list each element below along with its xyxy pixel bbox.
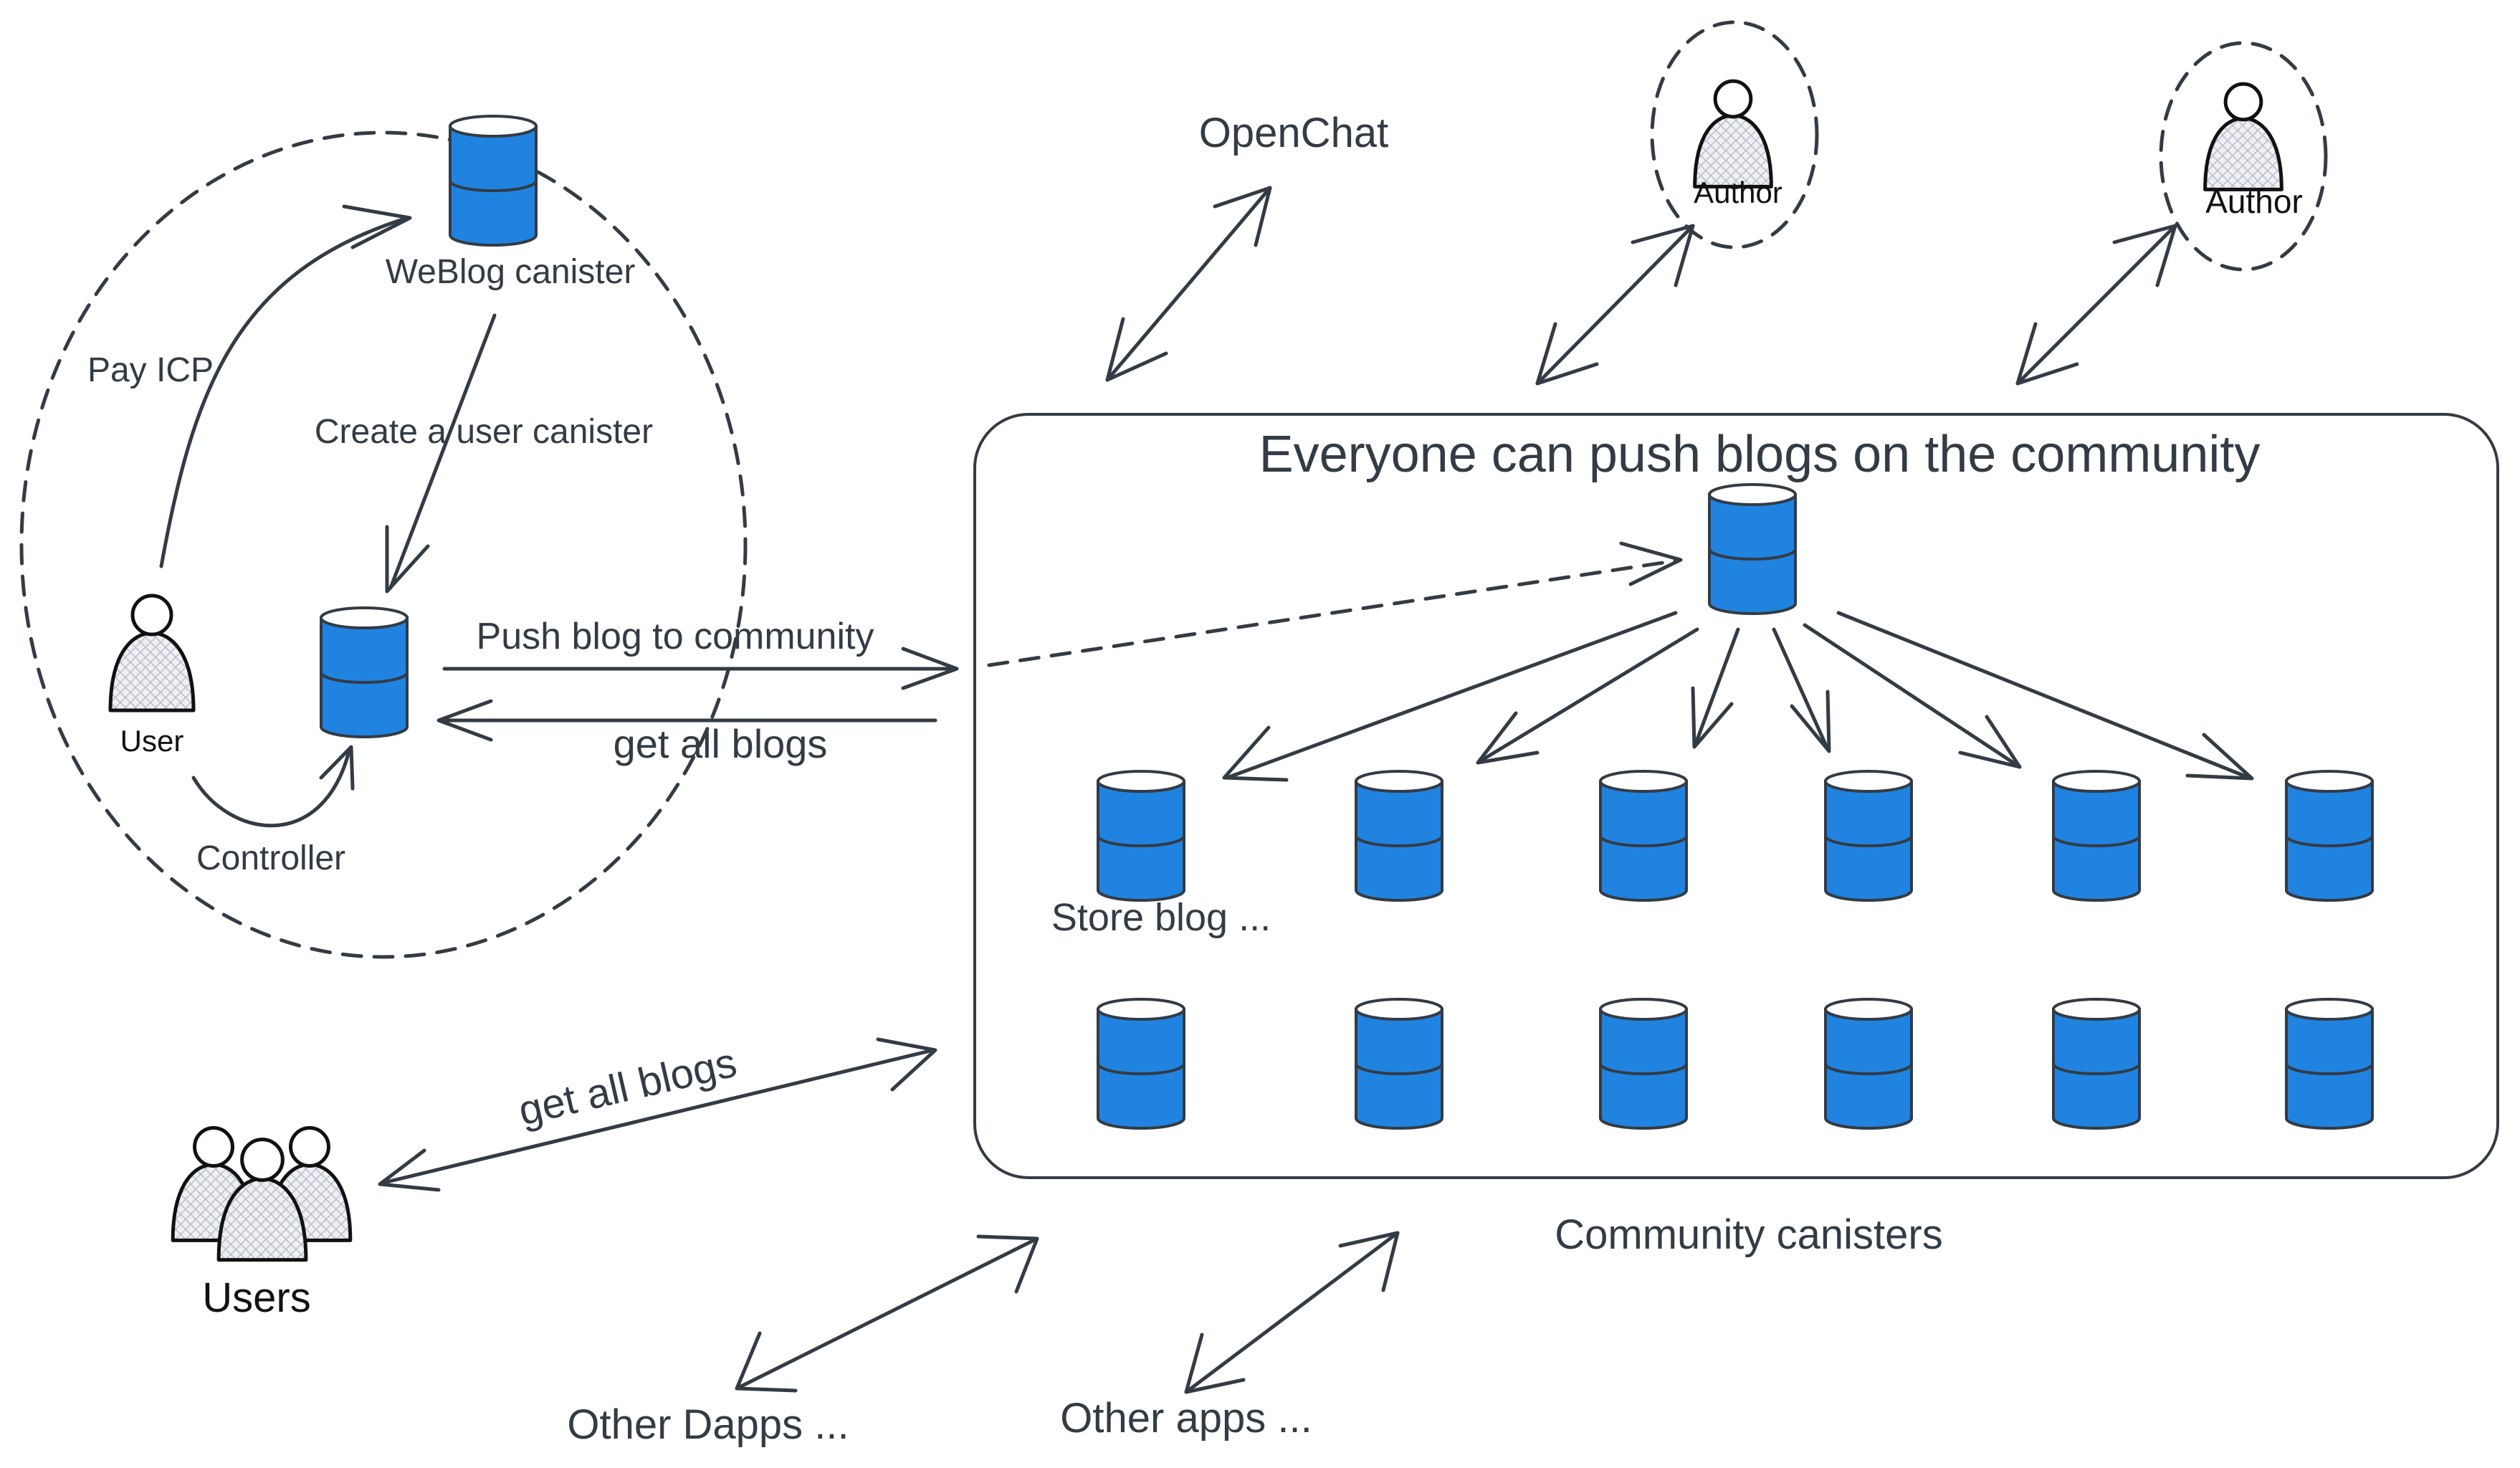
arrowhead [436, 699, 493, 742]
persons [108, 79, 2283, 1262]
arrowhead [1222, 725, 1289, 782]
community-canister-icon-row1-3 [1599, 770, 1688, 902]
fanout-arrow-1 [1225, 611, 1678, 780]
community-canister-icon-row2-1 [1097, 998, 1185, 1130]
community-canisters-label: Community canisters [1555, 1211, 1942, 1258]
other-dapps-link [735, 1236, 1039, 1391]
arrowhead [1535, 322, 1599, 386]
community-canister-icon-row2-6 [2285, 998, 2374, 1130]
fanout-arrow-3 [1693, 627, 1740, 748]
arrowhead [319, 745, 355, 791]
user-person-icon [108, 594, 196, 712]
community-title: Everyone can push blogs on the community [1259, 426, 2261, 483]
author-1-person-icon [1693, 79, 1773, 189]
community-canister-icon-row2-2 [1355, 998, 1443, 1130]
community-canister-icon-row2-4 [1824, 998, 1913, 1130]
arrowhead [876, 1037, 937, 1092]
arrowhead [378, 1148, 441, 1192]
weblog-canister-label: WeBlog canister [386, 253, 636, 291]
community-canister-icon-row1-2 [1355, 770, 1443, 902]
get-all-blogs-users-label: get all blogs [514, 1039, 740, 1135]
users-label: Users [202, 1274, 310, 1321]
arrowhead [2015, 322, 2079, 386]
other-apps-link [1184, 1231, 1400, 1394]
author-2-link [2015, 224, 2177, 386]
author-2-label: Author [2205, 183, 2303, 220]
community-canister-icon-row2-5 [2052, 998, 2141, 1130]
openchat-label: OpenChat [1199, 110, 1388, 156]
author-2-person-icon [2203, 82, 2283, 191]
arrowhead [1184, 1333, 1246, 1394]
openchat-link [1105, 186, 1272, 382]
author-1-boundary [1650, 20, 1819, 249]
author-2-boundary [2159, 41, 2328, 272]
fanout-arrow-4 [1772, 627, 1830, 751]
arrowhead [1105, 317, 1168, 382]
arrowhead [385, 525, 430, 594]
author-1-label: Author [1694, 176, 1782, 209]
push-blog-label: Push blog to community [477, 616, 874, 657]
arrowhead [735, 1331, 798, 1393]
community-root-canister-icon [1708, 483, 1797, 615]
user-label: User [120, 724, 184, 758]
pay-icp-arrow [159, 216, 407, 568]
create-user-canister-label: Create a user canister [315, 413, 653, 451]
other-dapps-label: Other Dapps ... [567, 1401, 849, 1448]
arrowhead [2112, 224, 2177, 287]
arrowhead [1631, 224, 1695, 287]
arrowhead [976, 1234, 1039, 1294]
community-canister-icon-row1-1 [1097, 770, 1185, 902]
arrowhead [1790, 690, 1831, 753]
arrowhead [1213, 186, 1272, 247]
controller-arrow [191, 749, 351, 828]
arrowhead [1476, 711, 1540, 765]
pay-icp-label: Pay ICP [87, 351, 214, 389]
other-apps-label: Other apps ... [1060, 1395, 1312, 1441]
arrowhead [342, 204, 412, 249]
community-canister-icon-row1-5 [2052, 770, 2141, 902]
arrowhead [901, 647, 959, 690]
arrowhead [1958, 715, 2022, 769]
arrowhead [2185, 733, 2254, 781]
controller-label: Controller [196, 839, 345, 877]
fanout-arrow-2 [1478, 627, 1699, 763]
user-area-boundary [19, 130, 748, 959]
arrowhead [1338, 1231, 1400, 1292]
community-canister-icon-row2-3 [1599, 998, 1688, 1130]
author-1-link [1535, 224, 1695, 386]
users-link [381, 1048, 935, 1185]
community-canister-icon-row1-4 [1824, 770, 1913, 902]
arrowhead [1619, 541, 1683, 586]
user-group-member-center [216, 1138, 308, 1262]
get-all-blogs-label: get all blogs [614, 721, 828, 766]
user-canister-icon [320, 606, 409, 738]
community-canister-icon-row1-6 [2285, 770, 2374, 902]
arrowhead [1691, 686, 1734, 749]
fanout-arrow-6 [1836, 611, 2251, 780]
connectors [159, 186, 2254, 1394]
community-container [973, 413, 2499, 1179]
store-blog-label: Store blog ... [1051, 896, 1271, 939]
create-user-canister-arrow [388, 313, 497, 590]
canisters [320, 115, 2374, 1130]
users-group-icon [171, 1126, 353, 1262]
weblog-canister-icon [449, 115, 538, 247]
community-push-dashed [987, 558, 1679, 667]
fanout-arrow-5 [1803, 623, 2020, 768]
